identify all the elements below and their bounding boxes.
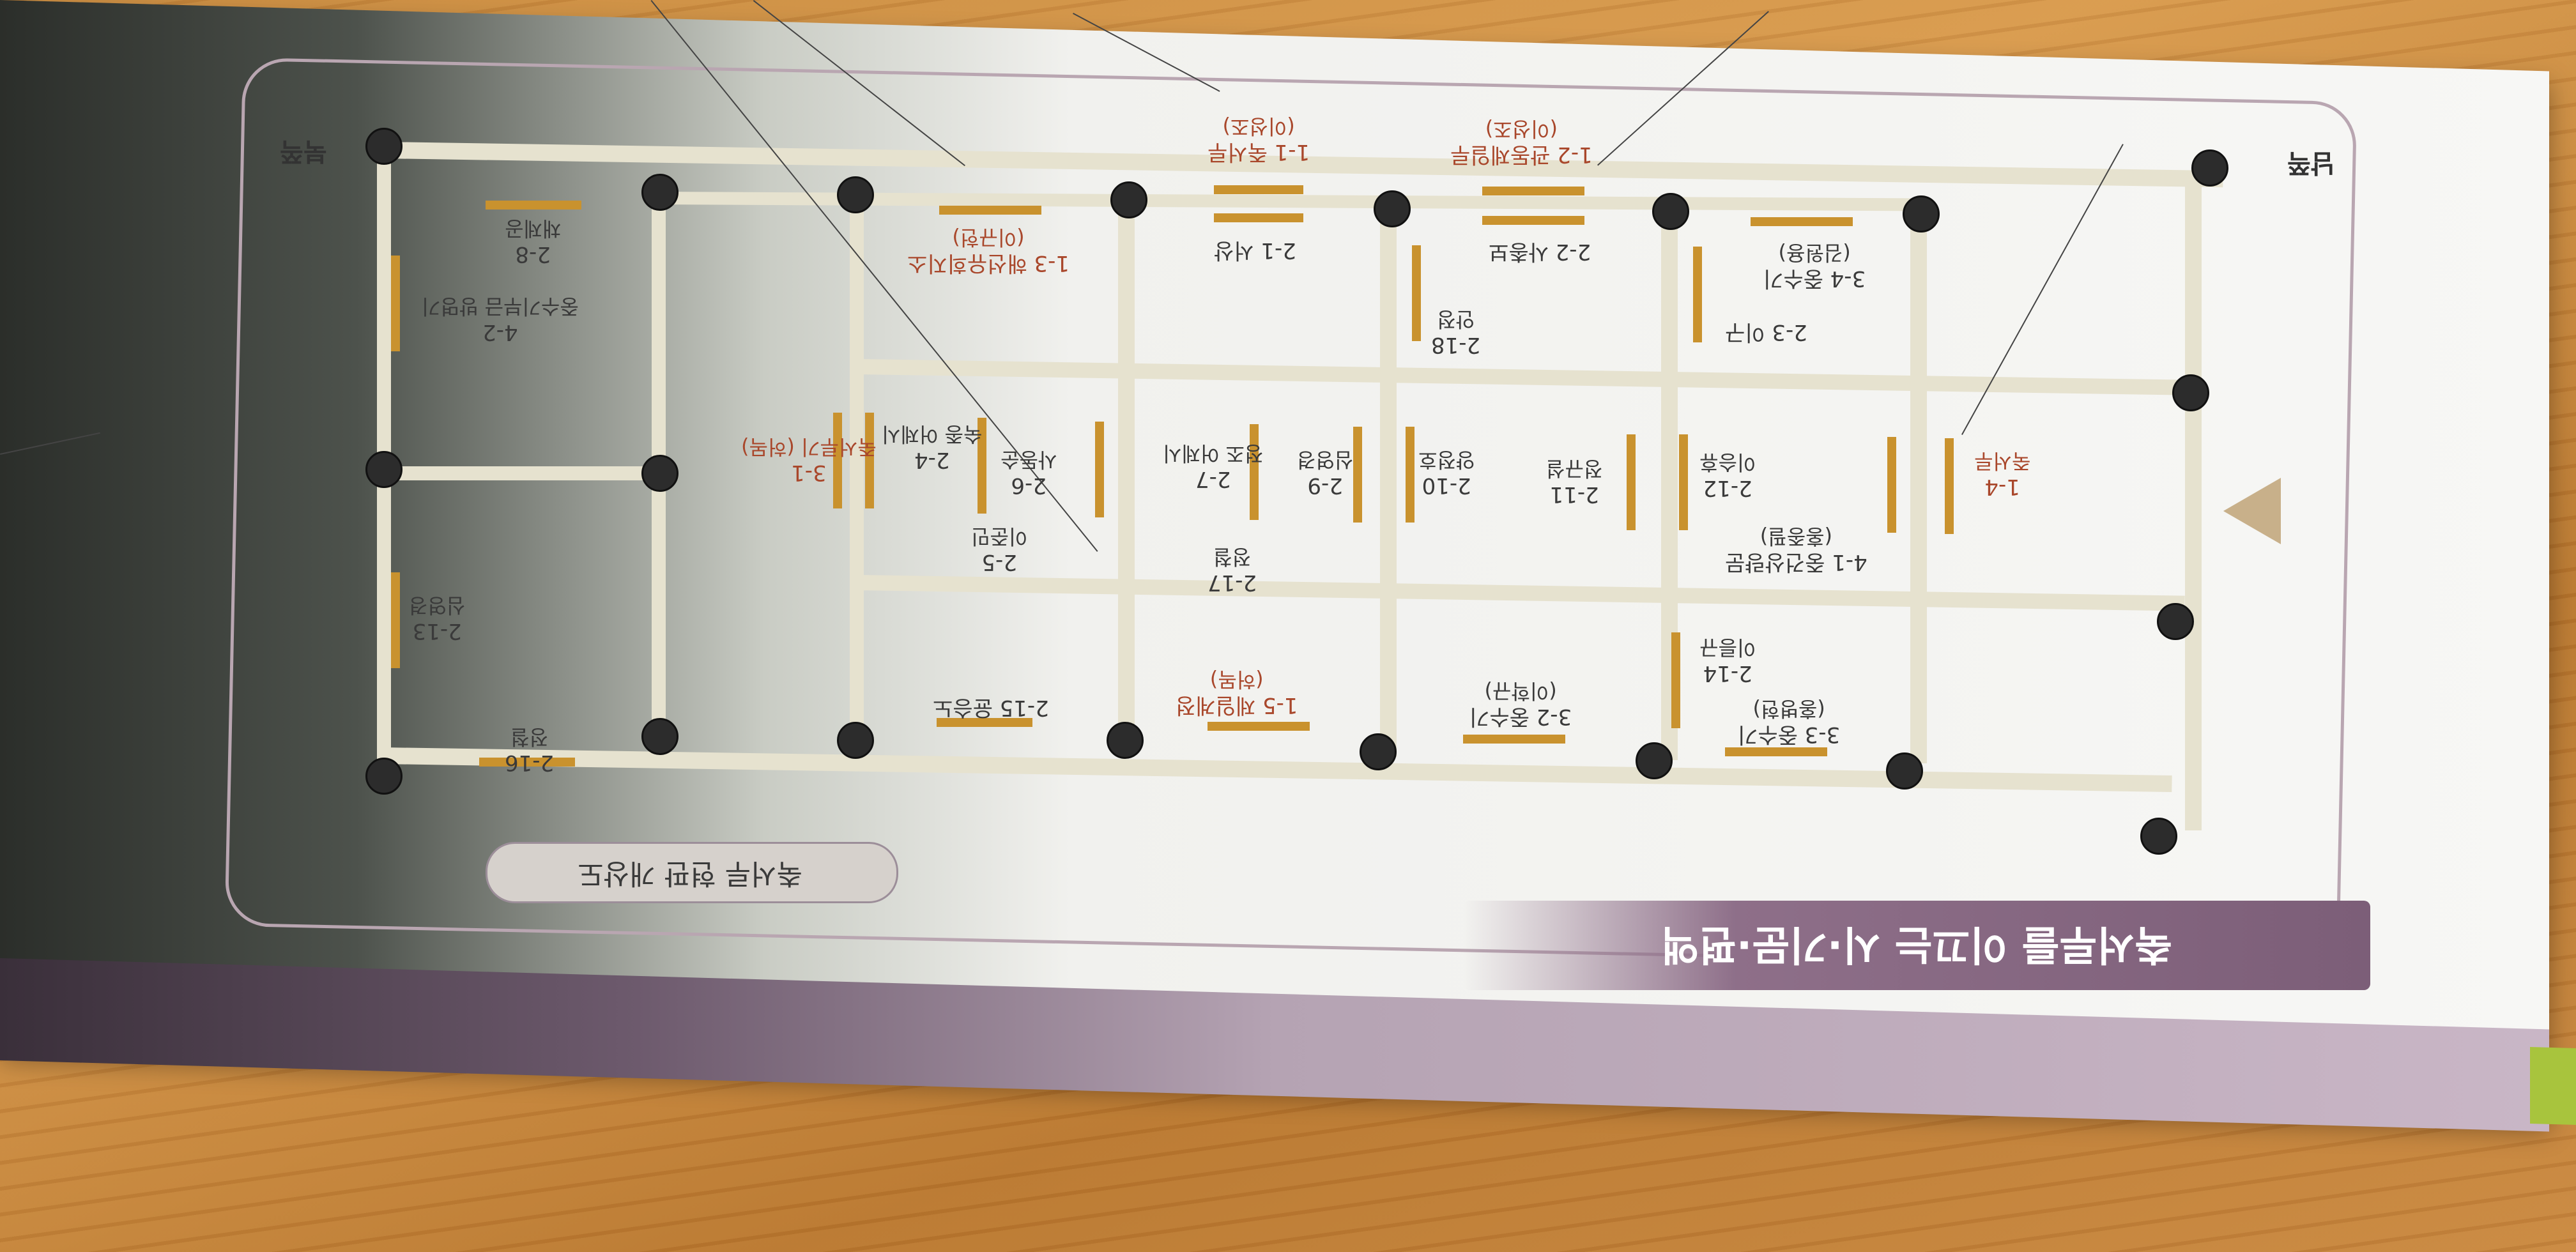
pillar-dot: [2157, 603, 2194, 640]
plaque-marker: [865, 413, 874, 508]
plan-line-west: [377, 466, 658, 480]
pillar-dot: [1374, 190, 1411, 227]
plaque-marker: [1887, 437, 1896, 533]
pillar-dot: [2140, 818, 2177, 855]
pillar-dot: [365, 128, 402, 165]
subtitle-text: 축서루 현판 개상도: [578, 857, 802, 890]
pillar-dot: [1110, 181, 1147, 218]
pillar-dot: [365, 451, 402, 488]
pillar-dot: [641, 174, 678, 211]
plaque-marker: [1214, 185, 1303, 194]
plaque-marker: [1751, 217, 1853, 226]
plaque-marker: [1693, 247, 1702, 342]
plan-column-8: [2185, 172, 2202, 830]
plaque-4-1: 4-1 중건상량문(홍종필): [1725, 524, 1867, 575]
pillar-dot: [1360, 733, 1397, 770]
plaque-marker: [1945, 438, 1954, 534]
plaque-marker: [1250, 424, 1259, 520]
pillar-dot: [837, 722, 874, 759]
brochure-green-edge: [2530, 1046, 2576, 1126]
plaque-marker: [937, 718, 1032, 727]
plaque-marker: [1095, 422, 1104, 517]
plaque-marker: [977, 418, 986, 514]
plaque-marker: [1406, 427, 1414, 523]
plaque-1-1: 1-1 죽서루(이성조): [1208, 114, 1310, 165]
plaque-2-1: 2-1 서상: [1214, 238, 1296, 263]
plaque-marker: [1482, 187, 1584, 195]
pillar-dot: [837, 176, 874, 213]
plaque-marker: [1725, 747, 1827, 756]
entrance-triangle-icon: [2223, 478, 2281, 544]
pillar-dot: [1652, 193, 1689, 230]
direction-north: 북쪽: [280, 137, 327, 166]
direction-south: 남쪽: [2287, 148, 2334, 178]
plaque-1-5: 1-5 제일계정(허목): [1176, 668, 1298, 718]
plaque-3-3: 3-3 중수기(홍병현): [1738, 697, 1841, 747]
plaque-marker: [833, 413, 842, 508]
pillar-dot: [1903, 195, 1940, 233]
plaque-3-4: 3-4 중수기(김원용): [1763, 241, 1866, 291]
pillar-dot: [2172, 374, 2209, 411]
plaque-marker: [1671, 632, 1680, 728]
plaque-marker: [1412, 245, 1421, 341]
plaque-marker: [391, 572, 400, 668]
plan-column-7: [1910, 214, 1927, 763]
pillar-dot: [1636, 742, 1673, 779]
pillar-dot: [641, 718, 678, 755]
plaque-marker: [1627, 434, 1636, 530]
plaque-marker: [486, 201, 581, 210]
plan-column-4: [1118, 201, 1135, 744]
pillar-dot: [1886, 752, 1923, 790]
plaque-marker: [1463, 735, 1565, 744]
title-banner: [1463, 901, 2370, 990]
plaque-marker: [939, 206, 1041, 215]
plaque-2-3: 2-3 이구: [1725, 319, 1807, 345]
plaque-marker: [1208, 722, 1310, 731]
plaque-marker: [391, 256, 400, 351]
pillar-dot: [365, 758, 402, 795]
plan-column-5: [1380, 208, 1397, 757]
plaque-marker: [479, 758, 575, 767]
plaque-marker: [1482, 216, 1584, 225]
plaque-1-3: 1-3 해선유희지소(이규헌): [907, 225, 1070, 276]
plaque-2-15: 2-15 윤승노: [933, 695, 1049, 721]
subtitle-pill: [486, 842, 898, 903]
plaque-3-2: 3-2 중수기(이학규): [1469, 679, 1572, 729]
plaque-2-2: 2-2 사총보: [1489, 239, 1591, 264]
pillar-dot: [1107, 722, 1144, 759]
plaque-1-2: 1-2 관동제일루(이성조): [1450, 117, 1593, 167]
plaque-marker: [1353, 427, 1362, 523]
plan-column-3: [850, 192, 864, 741]
plaque-marker: [1679, 434, 1688, 530]
pillar-dot: [2191, 149, 2228, 187]
pillar-dot: [641, 455, 678, 492]
brochure-title: 축서루를 이끄는 시·기문·편액: [1661, 920, 2172, 968]
plaque-marker: [1214, 213, 1303, 222]
